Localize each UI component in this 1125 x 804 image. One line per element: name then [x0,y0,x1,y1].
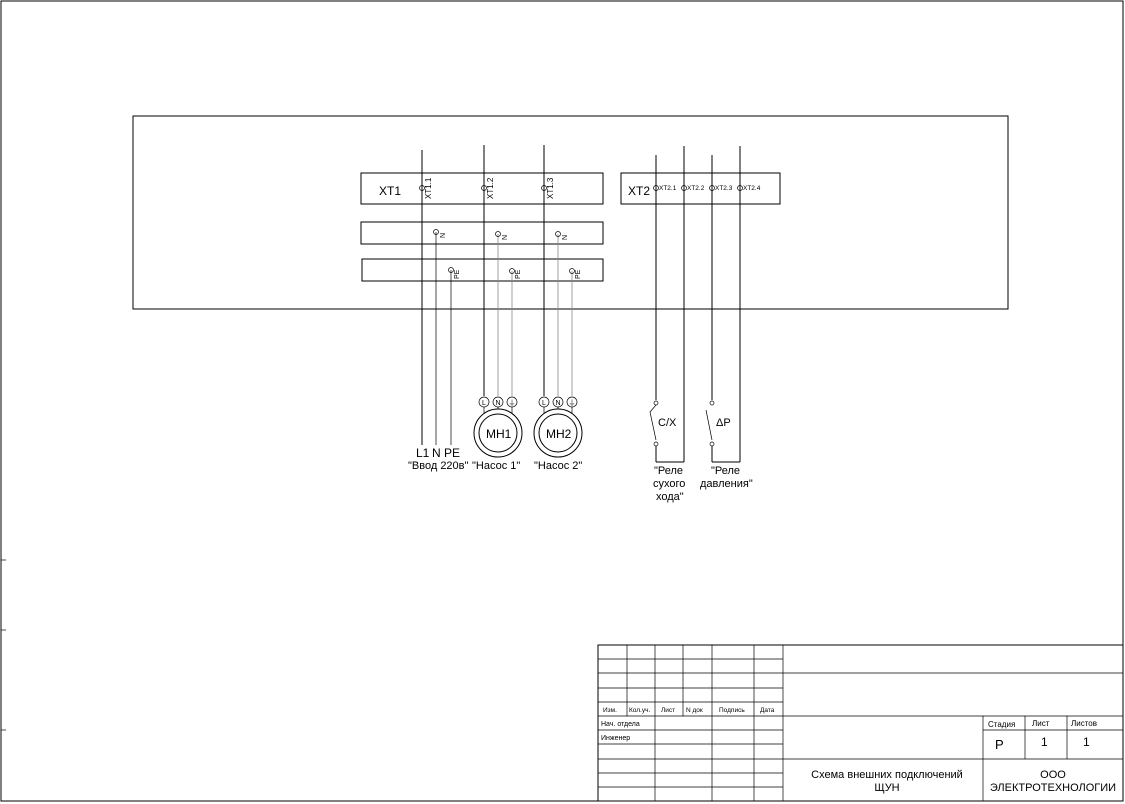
xt1-label: XT1 [379,184,401,198]
xt2-terminal-2-label: XT2.2 [687,185,705,192]
feed-wire-n: N [432,446,441,460]
xt1-terminal-block [360,172,604,205]
pe-bus-label-3: PE [575,269,582,279]
tb-header-data: Дата [760,707,775,714]
xt2-label: XT2 [628,184,650,198]
tb-sheet-value: 1 [1041,735,1048,749]
tb-header-podpis: Подпись [719,707,745,714]
relay-pressure-symbol: ΔР [716,417,731,429]
tb-title-line-1: Схема внешних подключений [811,769,963,781]
xt2-terminal-block [620,172,781,205]
feed-caption: "Ввод 220в" [408,460,469,472]
motor-mh2-label: MH2 [546,427,572,441]
n-bus-label-2: N [502,235,509,240]
n-bus-label-1: N [440,233,447,238]
feed-wire-pe: PE [444,446,460,460]
motor-mh2-pin-l: L [542,400,546,407]
tb-sheets-value: 1 [1083,735,1090,749]
xt1-terminal-1-label: XT1.1 [424,177,433,199]
motor-mh1-pin-l: L [482,400,486,407]
motor-mh1 [473,396,523,458]
xt1-terminal-2-label: XT1.2 [486,177,495,199]
relay-dry-run-symbol: С/Х [658,417,677,429]
tb-header-list: Лист [661,707,675,714]
n-bus-label-3: N [562,235,569,240]
xt2-terminal-1-label: XT2.1 [659,185,677,192]
motor-mh1-pin-pe: ⏚ [509,399,516,407]
relay-pressure-caption-2: давления" [700,478,753,490]
relay-dry-run-caption-2: сухого [653,478,685,490]
relay-pressure-caption-1: "Реле [711,465,740,477]
relay-dry-run-caption-3: хода" [656,491,684,503]
title-block [597,644,1124,802]
tb-stage-header: Стадия [988,720,1015,729]
motor-mh1-pin-n: N [495,400,500,407]
feed-wire-l1: L1 [416,446,430,460]
tb-header-izm: Изм. [603,707,617,714]
pe-bus-label-2: PE [515,269,522,279]
motor-mh2-pin-n: N [555,400,560,407]
relay-dry-run-contact [649,400,659,447]
tb-title-line-2: ЩУН [874,782,899,794]
cabinet-enclosure [132,115,1009,310]
tb-sheet-header: Лист [1032,719,1050,728]
xt2-terminal-3-label: XT2.3 [715,185,733,192]
xt2-terminal-4-label: XT2.4 [743,185,761,192]
relay-dry-run-caption-1: "Реле [654,465,683,477]
pe-bus-bar [361,258,604,282]
motor-mh2-pin-pe: ⏚ [569,399,576,407]
xt1-terminal-3-label: XT1.3 [546,177,555,199]
tb-stage-value: Р [995,737,1004,752]
tb-role-engineer: Инженер [601,735,630,742]
tb-sheets-header: Листов [1071,719,1097,728]
tb-company-line-1: ООО [1040,769,1066,781]
tb-header-ndok: N док [686,707,703,714]
motor-mh2 [533,396,583,458]
relay-pressure-contact [705,400,715,447]
tb-role-head: Нач. отдела [601,721,640,728]
motor-mh2-caption: "Насос 2" [534,460,582,472]
n-bus-bar [360,221,604,245]
motor-mh1-label: MH1 [486,427,512,441]
tb-company-line-2: ЭЛЕКТРОТЕХНОЛОГИИ [990,782,1116,794]
motor-mh1-caption: "Насос 1" [472,460,520,472]
tb-header-kol: Кол.уч. [629,707,650,714]
pe-bus-label-1: PE [454,269,461,279]
